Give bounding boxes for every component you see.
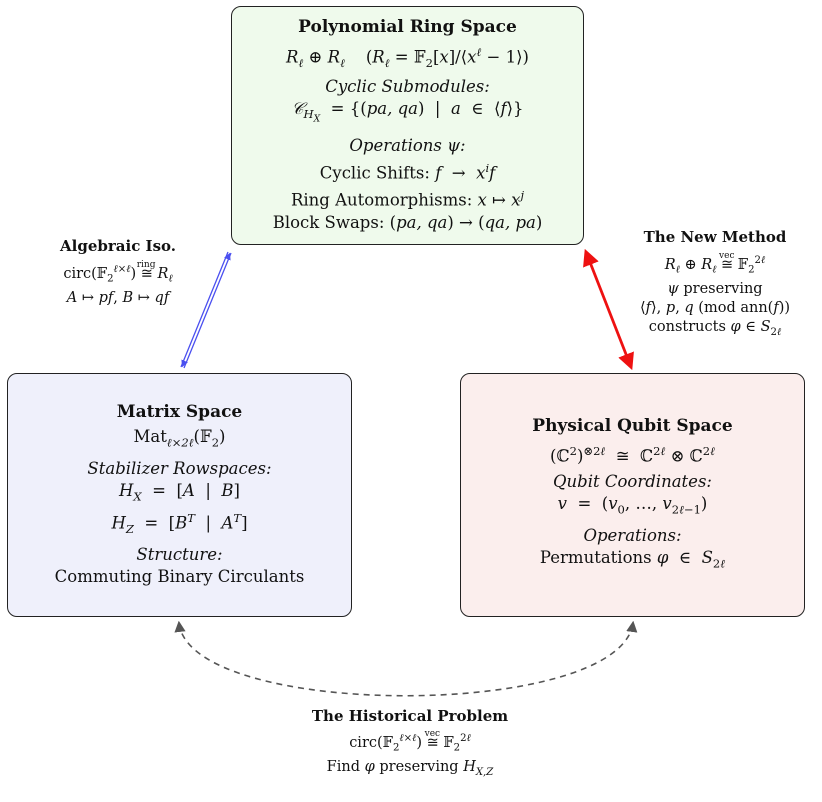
poly-line1: Rℓ ⊕ Rℓ (Rℓ = 𝔽2[x]/⟨xℓ − 1⟩): [286, 45, 529, 71]
historical-heading: The Historical Problem: [311, 707, 509, 725]
matrix-title: Matrix Space: [116, 402, 243, 423]
structure-heading: Structure:: [136, 544, 223, 564]
cyclic-def: 𝒞HX = {(pa, qa) | a ∈ ⟨f⟩}: [291, 99, 524, 125]
new-method-heading: The New Method: [643, 228, 787, 246]
new-method-line1: Rℓ ⊕ Rℓ ≅vec 𝔽22ℓ: [664, 250, 766, 276]
matrix-space-box: Matrix Space Matℓ×2ℓ(𝔽2) Stabilizer Rows…: [7, 373, 352, 617]
poly-op-block-swaps: Block Swaps: (pa, qa) → (qa, pa): [272, 212, 543, 232]
algebraic-iso-label: Algebraic Iso. circ(𝔽2ℓ×ℓ) ≅ring Rℓ A ↦ …: [18, 237, 218, 308]
new-method-line4: constructs φ ∈ S2ℓ: [648, 318, 782, 338]
new-method-arrow: [583, 248, 634, 371]
poly-title: Polynomial Ring Space: [298, 17, 517, 38]
structure-text: Commuting Binary Circulants: [54, 566, 305, 586]
poly-ops-heading: Operations ψ:: [349, 135, 466, 155]
algebraic-line1: circ(𝔽2ℓ×ℓ) ≅ring Rℓ: [63, 259, 173, 285]
historical-line1: circ(𝔽2ℓ×ℓ) ≅vec 𝔽22ℓ: [349, 728, 471, 754]
hz-def: HZ = [BT | AT]: [111, 510, 248, 536]
new-method-line2: ψ preserving: [667, 280, 763, 297]
coord-heading: Qubit Coordinates:: [553, 472, 712, 492]
physical-qubit-space-box: Physical Qubit Space (ℂ2)⊗2ℓ ≅ ℂ2ℓ ⊗ ℂ2ℓ…: [460, 373, 805, 617]
new-method-line3: ⟨f⟩, p, q (mod ann(f)): [639, 299, 791, 316]
historical-line2: Find φ preserving HX,Z: [326, 758, 494, 778]
stab-heading: Stabilizer Rowspaces:: [87, 458, 272, 478]
hx-def: HX = [A | B]: [119, 480, 240, 503]
cyclic-heading: Cyclic Submodules:: [325, 77, 490, 97]
algebraic-iso-arrow: [180, 251, 232, 369]
algebraic-line2: A ↦ pf, B ↦ qf: [66, 289, 170, 306]
polynomial-ring-space-box: Polynomial Ring Space Rℓ ⊕ Rℓ (Rℓ = 𝔽2[x…: [231, 6, 584, 245]
poly-op-automorphisms: Ring Automorphisms: x ↦ xj: [290, 188, 525, 210]
poly-op-cyclic-shifts: Cyclic Shifts: f → xif: [319, 160, 496, 183]
matrix-line1: Matℓ×2ℓ(𝔽2): [133, 427, 226, 450]
historical-problem-arrow: [174, 620, 638, 697]
qubit-ops-heading: Operations:: [583, 525, 682, 545]
qubit-ops: Permutations φ ∈ S2ℓ: [539, 547, 726, 571]
qubit-line1: (ℂ2)⊗2ℓ ≅ ℂ2ℓ ⊗ ℂ2ℓ: [550, 443, 715, 466]
algebraic-heading: Algebraic Iso.: [60, 237, 176, 255]
qubit-title: Physical Qubit Space: [532, 415, 733, 436]
new-method-label: The New Method Rℓ ⊕ Rℓ ≅vec 𝔽22ℓ ψ prese…: [615, 228, 815, 342]
historical-problem-label: The Historical Problem circ(𝔽2ℓ×ℓ) ≅vec …: [260, 707, 560, 782]
coord-def: v = (v0, …, v2ℓ−1): [557, 494, 708, 517]
